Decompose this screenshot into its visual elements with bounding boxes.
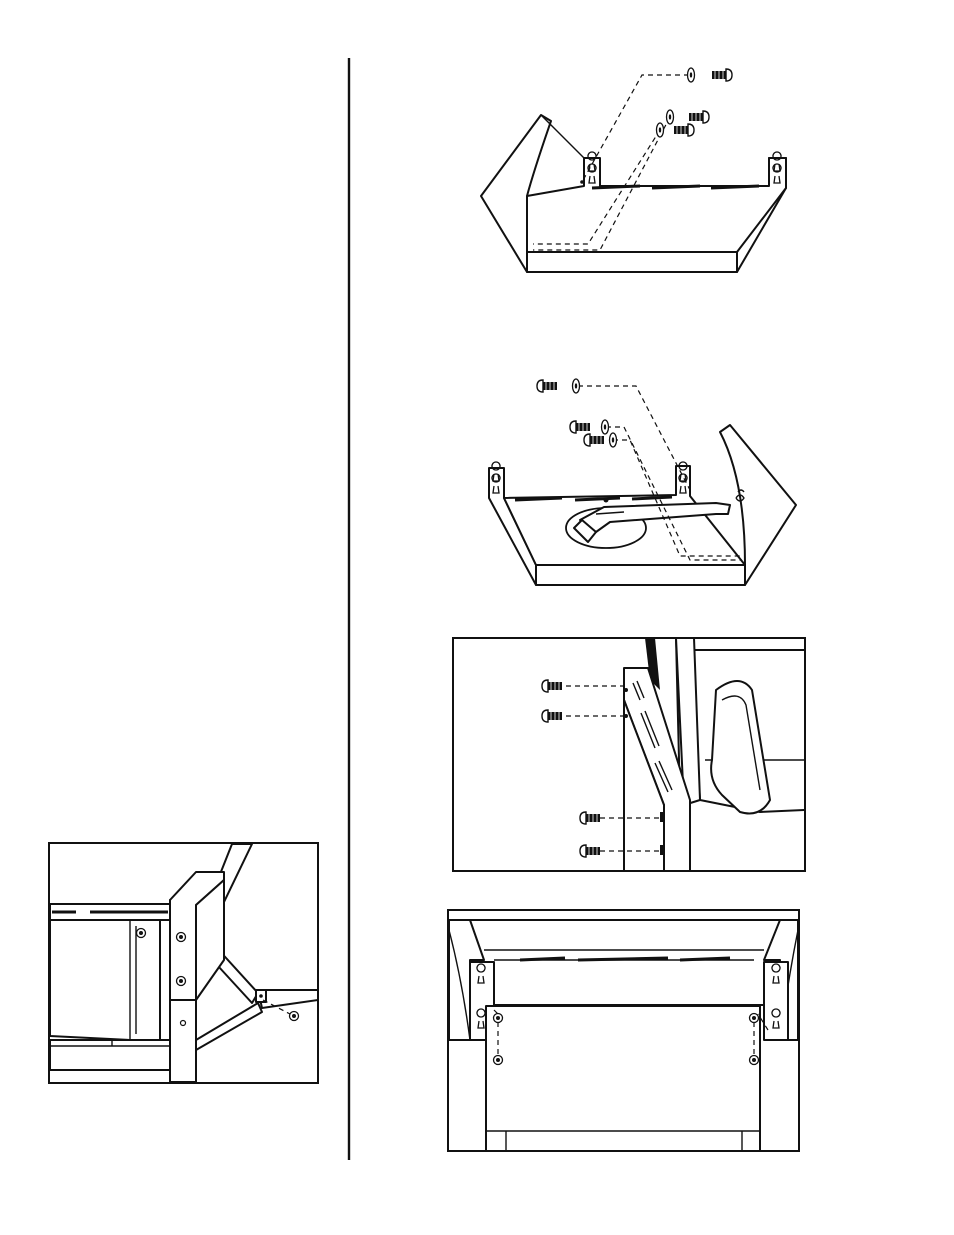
screw-icon	[584, 434, 604, 446]
fig-1-tray-exploded-view	[481, 68, 786, 272]
screw-icon	[674, 124, 694, 136]
screw-icon	[712, 69, 732, 81]
fig-2-tray-burner-exploded-view	[489, 379, 796, 585]
screw-icon	[537, 380, 557, 392]
washer-icon	[667, 110, 674, 124]
screw-icon	[290, 1012, 299, 1021]
washer-icon	[573, 379, 580, 393]
washer-icon	[602, 420, 609, 434]
screw-icon	[494, 1014, 503, 1023]
screw-icon	[750, 1056, 759, 1065]
washer-icon	[610, 433, 617, 447]
screw-icon	[750, 1014, 759, 1023]
screw-icon	[689, 111, 709, 123]
fig-5-corner-bracket-detail	[49, 843, 318, 1083]
fig-3-side-bracket-detail	[453, 638, 805, 871]
washer-icon	[657, 123, 664, 137]
screw-icon	[494, 1056, 503, 1065]
fig-4-front-panel-detail	[448, 910, 799, 1151]
washer-icon	[688, 68, 695, 82]
screw-icon	[570, 421, 590, 433]
